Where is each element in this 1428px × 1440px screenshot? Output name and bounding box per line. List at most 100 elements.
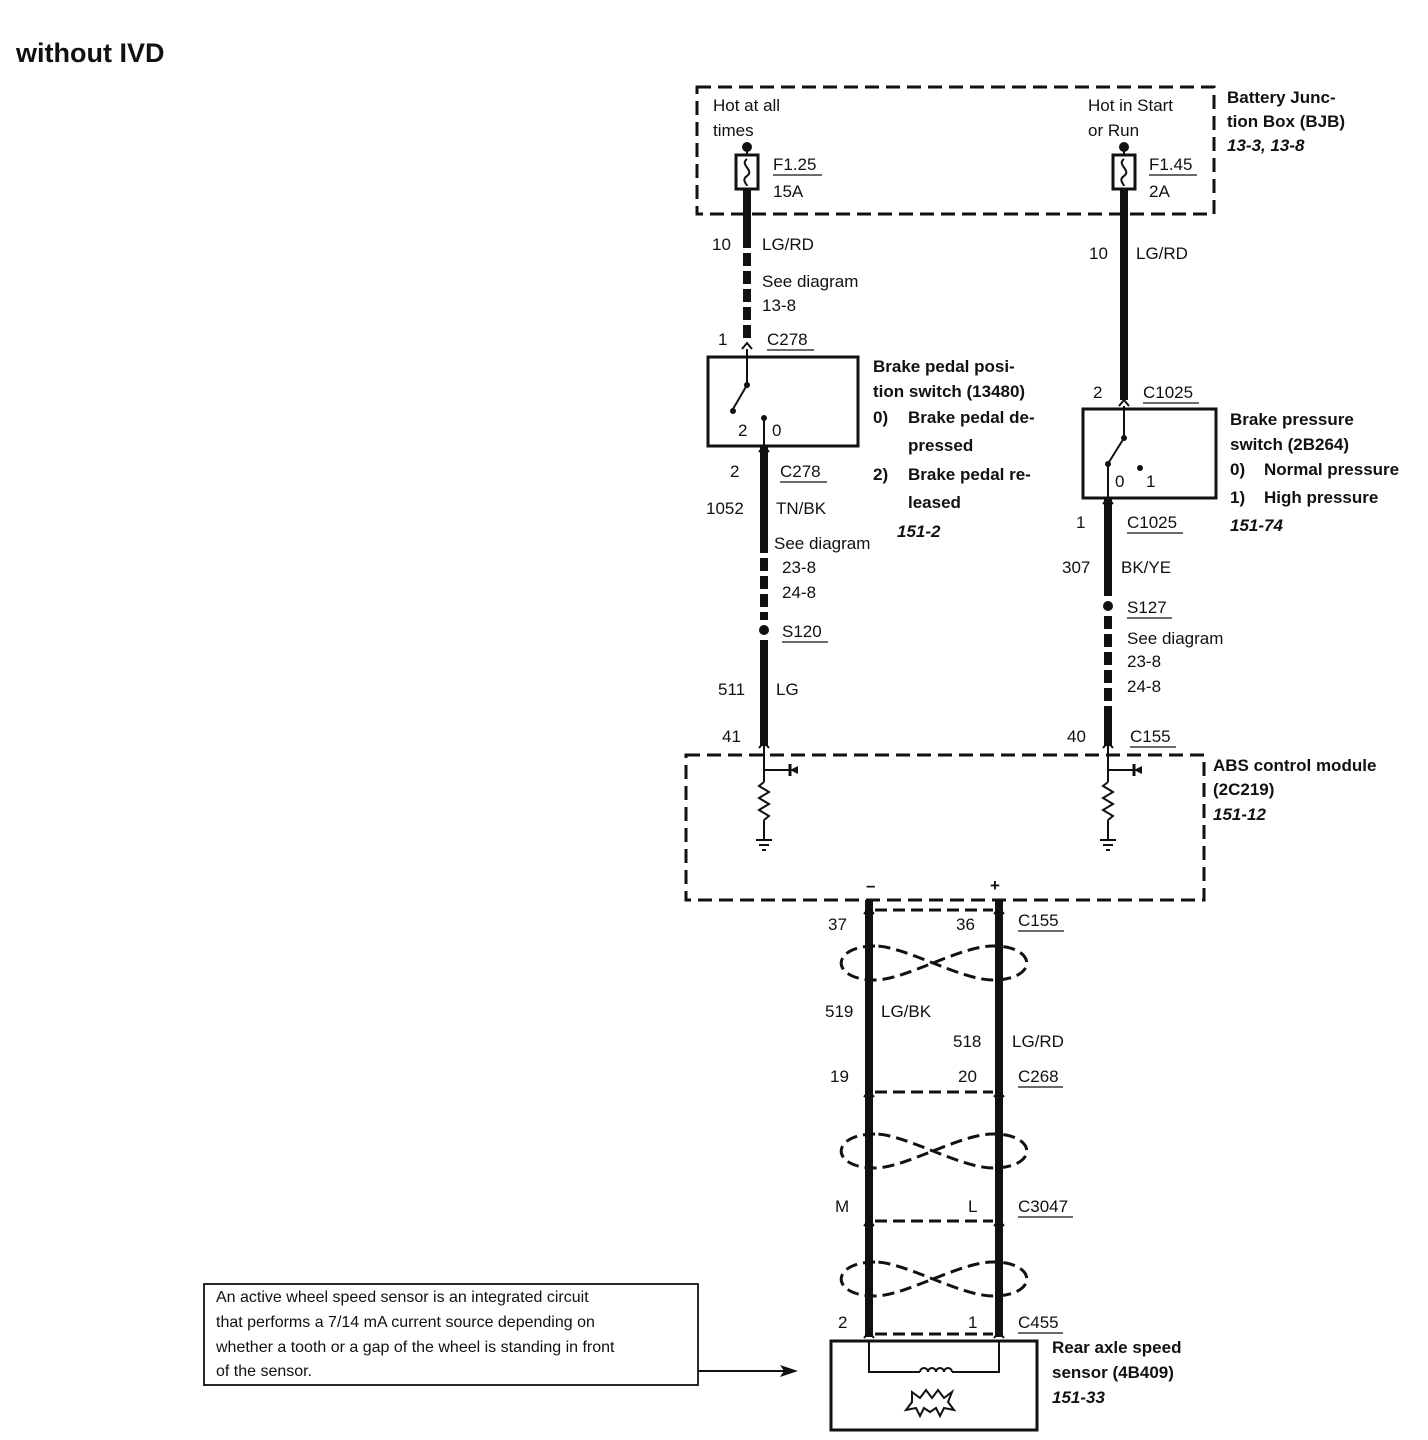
splice-s127-icon bbox=[1103, 601, 1113, 611]
connector-c3047: C3047 bbox=[1018, 1197, 1068, 1216]
see-diagram-note: See diagram bbox=[762, 272, 858, 291]
connector-pin: 1 bbox=[718, 330, 727, 349]
bps-body bbox=[1081, 407, 1218, 500]
splice-s127: S127 bbox=[1127, 598, 1167, 617]
twisted-pair-icon bbox=[839, 1260, 1029, 1298]
circuit-color: LG/BK bbox=[881, 1002, 932, 1021]
circuit-num: 1052 bbox=[706, 499, 744, 518]
switch-pin-1: 1 bbox=[1146, 472, 1155, 491]
sensor-body bbox=[829, 1339, 1039, 1432]
arrow-right-icon bbox=[698, 1365, 798, 1377]
connector-c1025: C1025 bbox=[1143, 383, 1193, 402]
tone-wheel-icon bbox=[903, 1388, 957, 1419]
fuse-f1-25-icon bbox=[734, 142, 760, 191]
fuse-f1-25-id: F1.25 bbox=[773, 155, 816, 174]
page-title: without IVD bbox=[15, 38, 164, 68]
twisted-pair-icon bbox=[839, 1132, 1029, 1170]
sensor-coil-icon bbox=[868, 1341, 1000, 1373]
see-diagram-ref: 23-8 bbox=[782, 558, 816, 577]
sensor-label: Rear axle speed bbox=[1052, 1338, 1181, 1357]
twisted-pair-icon bbox=[839, 944, 1029, 982]
bpps-state-num: 0) bbox=[873, 408, 888, 427]
connector-pin: 20 bbox=[958, 1067, 977, 1086]
bpps-label: tion switch (13480) bbox=[873, 382, 1025, 401]
bpps-ref: 151-2 bbox=[897, 522, 941, 541]
bps-state-text: High pressure bbox=[1264, 488, 1378, 507]
see-diagram-note: See diagram bbox=[774, 534, 870, 553]
fuse-f1-45-rating: 2A bbox=[1149, 182, 1170, 201]
switch-contact-icon bbox=[1105, 406, 1143, 471]
bps-label: Brake pressure bbox=[1230, 410, 1354, 429]
connector-pin: 2 bbox=[838, 1313, 847, 1332]
bps-ref: 151-74 bbox=[1230, 516, 1283, 535]
circuit-num: 518 bbox=[953, 1032, 981, 1051]
hot-in-start-label: Hot in Start bbox=[1088, 96, 1173, 115]
circuit-color: LG bbox=[776, 680, 799, 699]
bps-label: switch (2B264) bbox=[1230, 435, 1349, 454]
bjb-label: tion Box (BJB) bbox=[1227, 112, 1345, 131]
connector-c455: C455 bbox=[1018, 1313, 1059, 1332]
note-text: that performs a 7/14 mA current source d… bbox=[216, 1314, 595, 1331]
sensor-label: sensor (4B409) bbox=[1052, 1363, 1174, 1382]
connector-pin: 36 bbox=[956, 915, 975, 934]
circuit-num: 10 bbox=[712, 235, 731, 254]
circuit-num: 511 bbox=[718, 680, 745, 699]
hot-in-start-label: or Run bbox=[1088, 121, 1139, 140]
bpps-body bbox=[706, 355, 860, 448]
see-diagram-note: See diagram bbox=[1127, 629, 1223, 648]
abs-label: (2C219) bbox=[1213, 780, 1274, 799]
hot-at-all-times-label: times bbox=[713, 121, 754, 140]
see-diagram-ref: 24-8 bbox=[782, 583, 816, 602]
fuse-f1-25-rating: 15A bbox=[773, 182, 804, 201]
circuit-num: 10 bbox=[1089, 244, 1108, 263]
abs-label: ABS control module bbox=[1213, 756, 1376, 775]
bjb-label: Battery Junc- bbox=[1227, 88, 1336, 107]
splice-s120-icon bbox=[759, 625, 769, 635]
see-diagram-ref: 23-8 bbox=[1127, 652, 1161, 671]
connector-pin: 1 bbox=[968, 1313, 977, 1332]
pullup-resistor-icon bbox=[1100, 746, 1142, 851]
hot-at-all-times-label: Hot at all bbox=[713, 96, 780, 115]
bpps-label: Brake pedal posi- bbox=[873, 357, 1015, 376]
bjb-ref: 13-3, 13-8 bbox=[1227, 136, 1305, 155]
bps-state-num: 0) bbox=[1230, 460, 1245, 479]
connector-c155: C155 bbox=[1130, 727, 1171, 746]
connector-c1025: C1025 bbox=[1127, 513, 1177, 532]
switch-contact-icon bbox=[730, 349, 767, 421]
bpps-state-text: leased bbox=[908, 493, 961, 512]
connector-pin: 2 bbox=[1093, 383, 1102, 402]
connector-pin: M bbox=[835, 1197, 849, 1216]
circuit-color: LG/RD bbox=[1136, 244, 1188, 263]
switch-pin-2: 2 bbox=[738, 421, 747, 440]
circuit-color: LG/RD bbox=[762, 235, 814, 254]
connector-pin: 2 bbox=[730, 462, 739, 481]
circuit-num: 519 bbox=[825, 1002, 853, 1021]
bpps-state-text: Brake pedal re- bbox=[908, 465, 1031, 484]
abs-ref: 151-12 bbox=[1213, 805, 1266, 824]
splice-s120: S120 bbox=[782, 622, 822, 641]
note-text: of the sensor. bbox=[216, 1363, 312, 1380]
connector-c278: C278 bbox=[780, 462, 821, 481]
note-box bbox=[203, 1283, 699, 1386]
pullup-resistor-icon bbox=[756, 746, 798, 851]
bps-state-text: Normal pressure bbox=[1264, 460, 1399, 479]
note-text: whether a tooth or a gap of the wheel is… bbox=[215, 1339, 615, 1356]
connector-pin: L bbox=[968, 1197, 977, 1216]
abs-module-boundary bbox=[684, 753, 1206, 902]
connector-c278: C278 bbox=[767, 330, 808, 349]
see-diagram-ref: 24-8 bbox=[1127, 677, 1161, 696]
bps-state-num: 1) bbox=[1230, 488, 1245, 507]
fuse-f1-45-id: F1.45 bbox=[1149, 155, 1192, 174]
see-diagram-ref: 13-8 bbox=[762, 296, 796, 315]
sensor-ref: 151-33 bbox=[1052, 1388, 1105, 1407]
connector-c268: C268 bbox=[1018, 1067, 1059, 1086]
connector-pin: 1 bbox=[1076, 513, 1085, 532]
connector-pin: 40 bbox=[1067, 727, 1086, 746]
bjb-boundary bbox=[695, 85, 1216, 216]
fuse-f1-45-icon bbox=[1111, 142, 1137, 191]
switch-pin-0: 0 bbox=[772, 421, 781, 440]
bpps-state-text: Brake pedal de- bbox=[908, 408, 1035, 427]
bpps-state-num: 2) bbox=[873, 465, 888, 484]
note-text: An active wheel speed sensor is an integ… bbox=[216, 1289, 589, 1306]
